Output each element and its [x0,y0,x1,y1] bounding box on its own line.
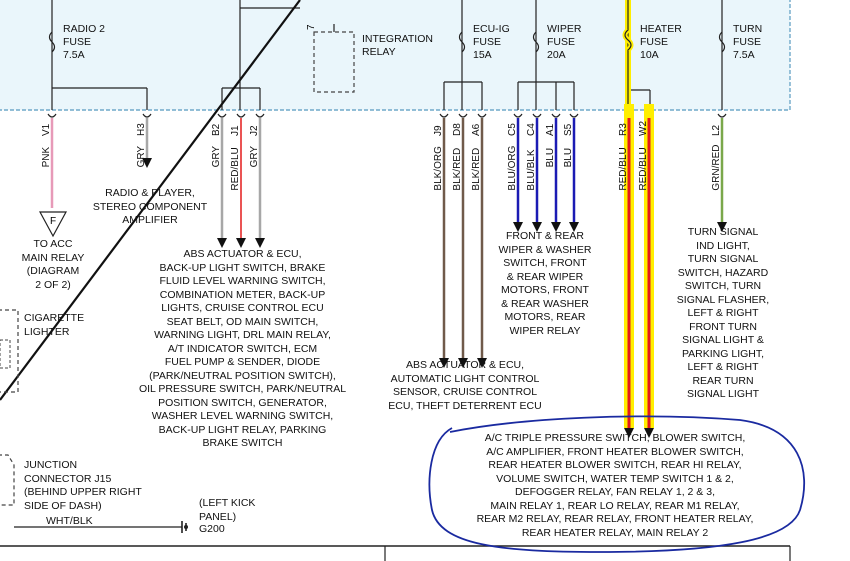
ground-wire-label: WHT/BLK [46,515,93,527]
wire-color-H3: GRY [136,146,147,168]
pin-labels: V1 H3 B2 J1 J2 J9 D8 A6 C5 C4 A1 S5 R3 W2 L2 [41,121,722,136]
pin-label-W2: W2 [638,121,649,136]
connector-cup-S5 [569,113,579,118]
connector-cup-C5 [513,113,523,118]
connector-cup-J1 [236,113,246,118]
wire-color-J2: GRY [249,146,260,168]
ecuig-fuse-symbol [458,31,466,53]
wire-color-S5: BLU [563,148,574,167]
arrow-J9 [439,358,449,368]
heater-dest-label: A/C TRIPLE PRESSURE SWITCH, BLOWER SWITC… [476,432,754,539]
arrow-C5 [513,222,523,232]
connector-cup-H3 [142,113,152,118]
radio-player-label: RADIO & PLAYER, STEREO COMPONENT AMPLIFI… [92,187,208,226]
arrow-R3 [624,428,634,438]
connector-cup-A1 [551,113,561,118]
pin-label-C4: C4 [526,123,537,136]
junction-connector-box [0,454,15,506]
turn-dest-label: TURN SIGNAL IND LIGHT, TURN SIGNAL SWITC… [676,226,770,400]
pin-label-A1: A1 [545,123,556,136]
pin-label-B2: B2 [211,123,222,136]
arrow-B2 [217,238,227,248]
arrow-L2 [717,222,727,232]
connector-cup-C4 [532,113,542,118]
connector-cup-V1 [47,113,57,118]
relay-pin: 7 [306,24,317,30]
arrow-C4 [532,222,542,232]
wire-color-B2: GRY [211,146,222,168]
pin-label-R3: R3 [618,123,629,136]
wire-color-A1: BLU [545,148,556,167]
arrow-S5 [569,222,579,232]
connector-cup-L2 [717,113,727,118]
pin-label-J2: J2 [249,125,260,136]
integration-relay-box [313,31,355,93]
pin-label-H3: H3 [136,123,147,136]
wire-color-labels: PNK GRY GRY RED/BLU GRY BLK/ORG BLK/RED BLK/RED… [41,144,722,190]
turn-fuse-symbol [718,31,726,53]
cigarette-lighter-box [0,309,19,393]
wire-color-J1: RED/BLU [230,147,241,190]
pin-label-A6: A6 [471,123,482,136]
pin-label-D8: D8 [452,123,463,136]
connector-cup-D8 [458,113,468,118]
arrow-J2 [255,238,265,248]
arrow-A6 [477,358,487,368]
connector-cup-J2 [255,113,265,118]
connector-cup-A6 [477,113,487,118]
wire-color-L2: GRN/RED [711,144,722,190]
pin-label-L2: L2 [711,124,722,136]
pin-label-S5: S5 [563,123,574,136]
wire-arrows [142,158,727,438]
wires [50,104,724,428]
arrow-H3 [142,158,152,168]
wire-color-V1: PNK [41,147,52,168]
hand-drawn-circle [428,415,806,553]
abs-list-label: ABS ACTUATOR & ECU, BACK-UP LIGHT SWITCH… [138,248,347,449]
connector-f-triangle [38,211,68,238]
wire-color-C5: BLU/ORG [507,145,518,190]
cigarette-lighter-label: CIGARETTE LIGHTER [24,312,85,338]
arrow-W2 [644,428,654,438]
connector-f-label: F [50,216,56,227]
wire-color-C4: BLU/BLK [526,149,537,190]
bus-lines [51,0,723,110]
arrow-A1 [551,222,561,232]
kick-panel-label: (LEFT KICK PANEL) [199,497,256,523]
arrow-D8 [458,358,468,368]
pin-label-J1: J1 [230,125,241,136]
wiper-fuse-symbol [532,31,540,53]
ground-id-label: G200 [199,523,225,535]
wire-color-W2: RED/BLU [638,147,649,190]
pin-label-C5: C5 [507,123,518,136]
wire-color-J9: BLK/ORG [433,146,444,191]
wire-color-R3: RED/BLU [618,147,629,190]
junction-connector-label: JUNCTION CONNECTOR J15 (BEHIND UPPER RIG… [24,459,142,512]
wire-color-D8: BLK/RED [452,148,463,191]
connector-cup-B2 [217,113,227,118]
radio2-fuse-symbol [48,31,56,53]
abs-auto-label: ABS ACTUATOR & ECU, AUTOMATIC LIGHT CONT… [388,359,542,412]
wiper-dest-label: FRONT & REAR WIPER & WASHER SWITCH, FRON… [498,230,592,337]
diagonal-strike-line [0,0,301,401]
pin-label-J9: J9 [433,125,444,136]
fuse-block-panel [0,0,791,111]
pin-label-V1: V1 [41,123,52,136]
wire-color-A6: BLK/RED [471,148,482,191]
arrow-J1 [236,238,246,248]
acc-relay-label: TO ACC MAIN RELAY (DIAGRAM 2 OF 2) [21,238,85,291]
connector-cup-J9 [439,113,449,118]
fuse-symbols [48,31,726,53]
